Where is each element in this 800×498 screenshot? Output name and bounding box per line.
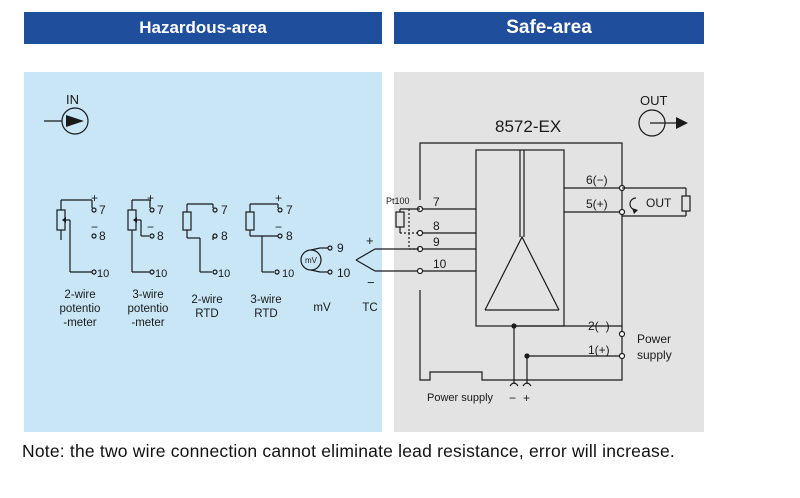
d4-plus: +	[275, 191, 282, 205]
pt100-label: Pt100	[386, 196, 410, 206]
caption-2wire-pot-1: 2-wire	[64, 289, 95, 301]
d1-plus: +	[91, 191, 98, 205]
mv-symbol: mV	[305, 256, 318, 265]
tc-minus: −	[367, 275, 375, 290]
caption-2wire-pot-2: potentio	[60, 303, 101, 315]
caption-3wire-pot-2: potentio	[128, 303, 169, 315]
hazardous-area-header: Hazardous-area	[24, 12, 382, 44]
d2-terminal-10: 10	[155, 268, 167, 280]
d2-terminal-8: 8	[157, 229, 164, 243]
caption-2wire-rtd-2: RTD	[195, 308, 218, 320]
terminal-6: 6(−)	[586, 173, 608, 187]
caption-mv: mV	[313, 302, 331, 314]
three-wire-potentiometer-icon	[127, 199, 155, 275]
d4-terminal-7: 7	[286, 203, 293, 217]
power-supply-bottom-label: Power supply	[427, 392, 494, 404]
current-loop-arrow-icon	[629, 197, 638, 214]
d4-terminal-8: 8	[286, 229, 293, 243]
input-arrow-icon	[44, 107, 89, 135]
terminal-5: 5(+)	[586, 197, 608, 211]
power-plus: +	[523, 391, 530, 405]
d2-plus: +	[147, 191, 154, 205]
out-load-label: OUT	[646, 196, 672, 210]
power-minus: −	[509, 391, 516, 405]
d4-terminal-10: 10	[282, 268, 294, 280]
input-terminals	[416, 205, 476, 275]
caption-2wire-pot-3: -meter	[63, 317, 96, 329]
module-terminal-7: 7	[433, 195, 440, 209]
d4-minus: −	[275, 220, 282, 234]
terminal-1: 1(+)	[588, 343, 610, 357]
power-terminals	[509, 323, 626, 387]
hazardous-area-panel	[24, 72, 382, 432]
two-wire-rtd-icon	[182, 203, 218, 275]
d2-minus: −	[147, 220, 154, 234]
in-label: IN	[66, 92, 79, 107]
d3-terminal-10: 10	[218, 268, 230, 280]
module-terminal-9: 9	[433, 235, 440, 249]
two-wire-potentiometer-icon	[56, 199, 97, 275]
output-arrow-icon	[638, 109, 688, 137]
output-terminals	[564, 184, 691, 217]
out-label: OUT	[640, 93, 668, 108]
millivolt-source-icon	[300, 245, 333, 275]
caption-3wire-pot-1: 3-wire	[132, 289, 163, 301]
pt100-resistor-icon	[395, 208, 420, 250]
d1-terminal-10: 10	[97, 268, 109, 280]
three-wire-rtd-icon	[245, 203, 283, 275]
model-label: 8572-EX	[495, 117, 561, 136]
d3-terminal-8: 8	[221, 229, 228, 243]
caption-2wire-rtd-1: 2-wire	[191, 294, 222, 306]
module-terminal-10: 10	[433, 257, 447, 271]
d2-terminal-7: 7	[157, 203, 164, 217]
d5-terminal-9: 9	[337, 241, 344, 255]
power-supply-label-1: Power	[637, 332, 671, 346]
d1-terminal-7: 7	[99, 203, 106, 217]
isolator-block	[475, 149, 565, 327]
caption-3wire-pot-3: -meter	[131, 317, 164, 329]
terminal-2: 2(−)	[588, 319, 610, 333]
module-enclosure	[419, 142, 623, 381]
caption-tc: TC	[362, 302, 377, 314]
thermocouple-icon	[355, 248, 420, 272]
d3-terminal-7: 7	[221, 203, 228, 217]
caption-3wire-rtd-1: 3-wire	[250, 294, 281, 306]
safe-area-header: Safe-area	[394, 12, 704, 44]
d5-terminal-10: 10	[337, 266, 351, 280]
d1-minus: −	[91, 220, 98, 234]
tc-plus: +	[366, 233, 374, 248]
note-text: Note: the two wire connection cannot eli…	[22, 441, 675, 461]
d1-terminal-8: 8	[99, 229, 106, 243]
caption-3wire-rtd-2: RTD	[254, 308, 277, 320]
power-supply-label-2: supply	[637, 348, 672, 362]
module-terminal-8: 8	[433, 219, 440, 233]
